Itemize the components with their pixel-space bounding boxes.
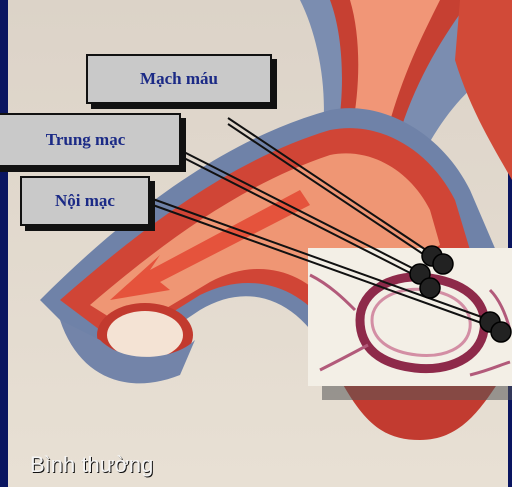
label-media: Trung mạc <box>0 113 181 167</box>
label-blood-vessel: Mạch máu <box>86 54 272 104</box>
cut-end-inner <box>107 311 183 359</box>
label-blood-vessel-text: Mạch máu <box>140 69 218 89</box>
label-intima: Nội mạc <box>20 176 150 226</box>
label-media-text: Trung mạc <box>46 130 126 150</box>
histology-shadow <box>322 386 512 400</box>
frame-strip <box>0 0 8 487</box>
caption: Bình thường <box>30 452 153 478</box>
label-intima-text: Nội mạc <box>55 191 115 211</box>
